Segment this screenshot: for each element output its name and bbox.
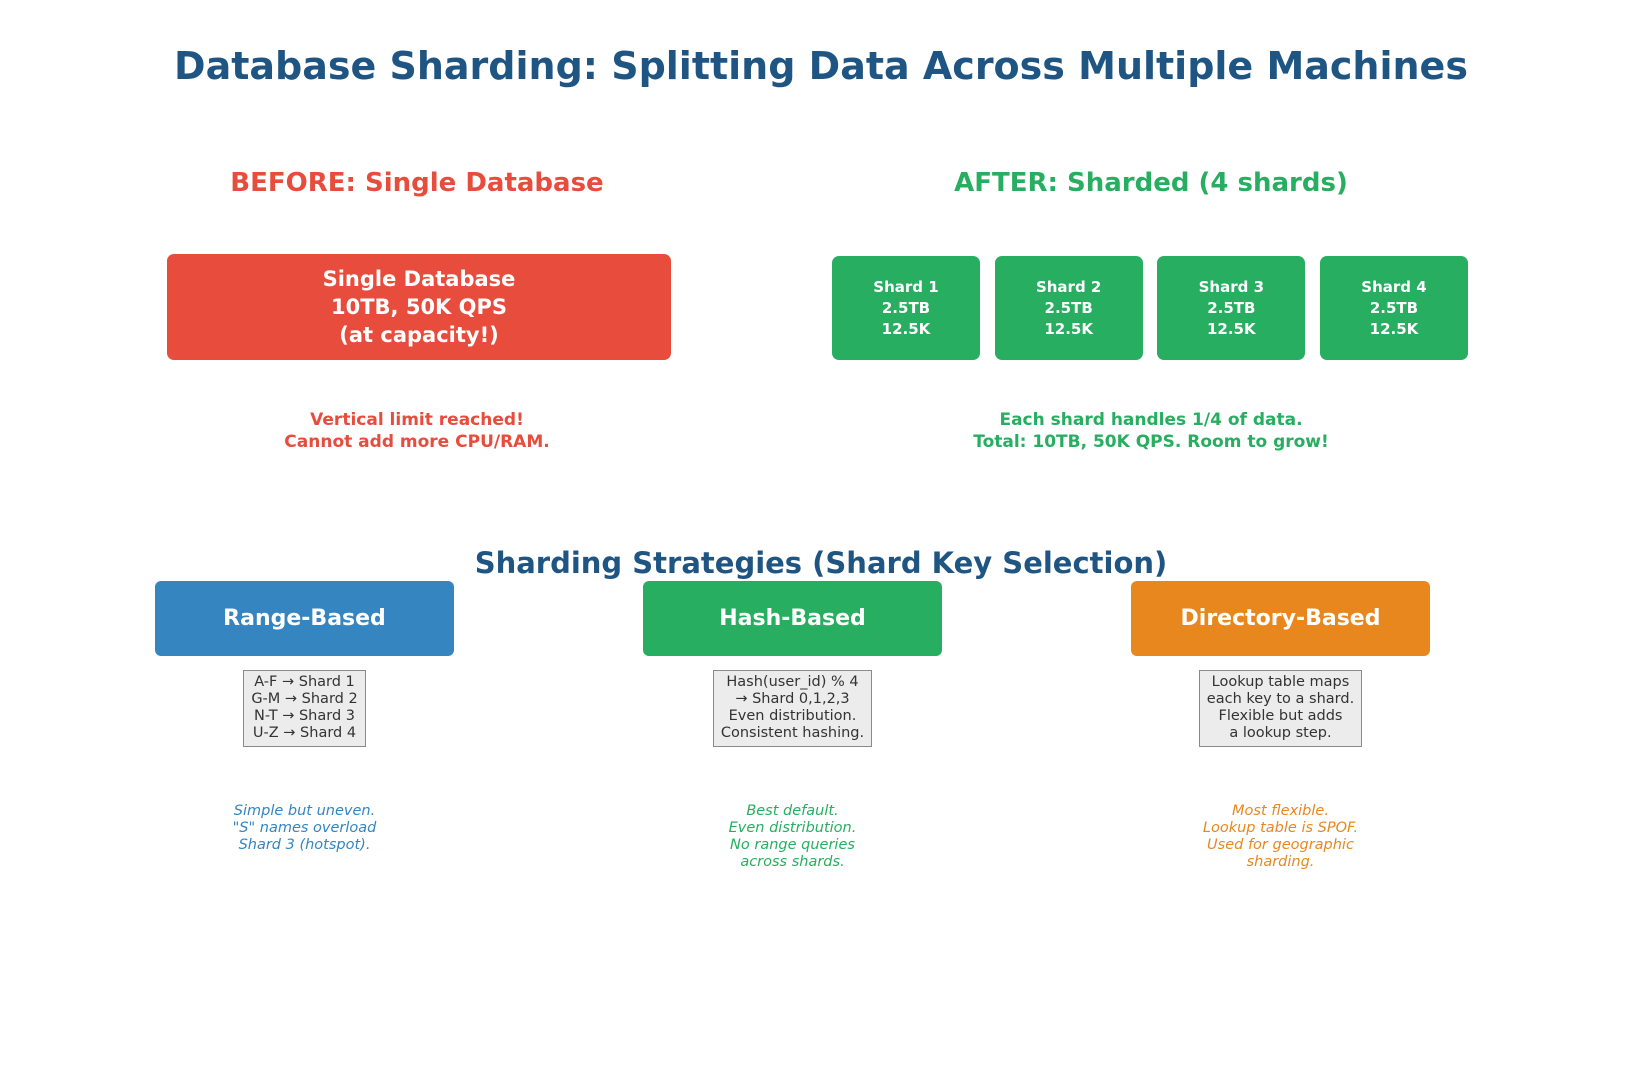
strategy-directory-based-note: Most flexible. Lookup table is SPOF. Use… [1131,803,1430,871]
note-line: Lookup table is SPOF. [1202,820,1359,836]
detail-line: N-T → Shard 3 [254,708,355,724]
before-caption-line-2: Cannot add more CPU/RAM. [284,432,550,452]
shard-3-qps: 12.5K [1206,319,1256,338]
after-caption-line-1: Each shard handles 1/4 of data. [999,410,1303,430]
shard-1-name: Shard 1 [873,277,939,296]
detail-line: Consistent hashing. [720,725,865,741]
strategy-directory-based-detail: Lookup table maps each key to a shard. F… [1198,670,1363,747]
note-line: sharding. [1246,854,1315,870]
note-line: No range queries [730,837,855,853]
shard-box-4: Shard 4 2.5TB 12.5K [1319,256,1468,360]
single-database-status: (at capacity!) [339,323,499,347]
single-database-capacity: 10TB, 50K QPS [330,295,508,319]
note-line: Best default. [746,803,839,819]
detail-line: A-F → Shard 1 [254,674,355,690]
strategy-range-based-label: Range-Based [223,606,386,631]
strategy-hash-based-label: Hash-Based [719,606,866,631]
strategy-range-based: Range-Based A-F → Shard 1 G-M → Shard 2 … [155,581,454,854]
shard-box-3: Shard 3 2.5TB 12.5K [1157,256,1306,360]
shard-1-size: 2.5TB [881,298,931,317]
shard-3-name: Shard 3 [1198,277,1265,296]
detail-line: each key to a shard. [1206,691,1355,707]
before-caption: Vertical limit reached! Cannot add more … [142,409,692,453]
note-line: "S" names overload [232,820,377,836]
detail-line: Even distribution. [728,708,857,724]
note-line: across shards. [740,854,845,870]
note-line: Even distribution. [728,820,857,836]
after-caption: Each shard handles 1/4 of data. Total: 1… [874,409,1428,453]
strategy-hash-based-header: Hash-Based [643,581,942,656]
shard-2-size: 2.5TB [1044,298,1093,317]
strategy-hash-based: Hash-Based Hash(user_id) % 4 → Shard 0,1… [643,581,942,871]
shard-2-qps: 12.5K [1044,319,1093,338]
detail-line: Flexible but adds [1218,708,1343,724]
detail-line: G-M → Shard 2 [251,691,358,707]
strategy-directory-based: Directory-Based Lookup table maps each k… [1131,581,1430,871]
strategy-range-based-header: Range-Based [155,581,454,656]
before-section-heading: BEFORE: Single Database [230,168,604,198]
detail-line: → Shard 0,1,2,3 [735,691,850,707]
after-caption-line-2: Total: 10TB, 50K QPS. Room to grow! [973,432,1329,452]
strategy-directory-based-label: Directory-Based [1180,606,1381,631]
strategies-title: Sharding Strategies (Shard Key Selection… [474,546,1168,580]
strategy-hash-based-note: Best default. Even distribution. No rang… [643,803,942,871]
shard-2-name: Shard 2 [1035,277,1102,296]
strategy-range-based-note: Simple but uneven. "S" names overload Sh… [155,803,454,854]
shard-box-1: Shard 1 2.5TB 12.5K [832,256,980,360]
strategy-range-based-detail: A-F → Shard 1 G-M → Shard 2 N-T → Shard … [243,670,366,747]
single-database-name: Single Database [322,267,516,291]
before-caption-line-1: Vertical limit reached! [310,410,524,430]
note-line: Most flexible. [1232,803,1329,819]
single-database-box: Single Database 10TB, 50K QPS (at capaci… [167,254,671,360]
detail-line: U-Z → Shard 4 [252,725,357,741]
strategy-directory-based-header: Directory-Based [1131,581,1430,656]
detail-line: Hash(user_id) % 4 [726,674,859,690]
shard-1-qps: 12.5K [881,319,931,338]
shard-4-qps: 12.5K [1369,319,1419,338]
note-line: Simple but uneven. [233,803,376,819]
detail-line: a lookup step. [1229,725,1332,741]
strategy-hash-based-detail: Hash(user_id) % 4 → Shard 0,1,2,3 Even d… [712,670,873,747]
shard-3-size: 2.5TB [1207,298,1256,317]
page-title: Database Sharding: Splitting Data Across… [174,44,1468,88]
shard-4-name: Shard 4 [1361,277,1427,296]
shard-box-2: Shard 2 2.5TB 12.5K [994,256,1143,360]
note-line: Shard 3 (hotspot). [238,837,371,853]
detail-line: Lookup table maps [1211,674,1350,690]
after-section-heading: AFTER: Sharded (4 shards) [954,168,1348,198]
shard-row: Shard 1 2.5TB 12.5K Shard 2 2.5TB 12.5K … [832,256,1468,360]
shard-4-size: 2.5TB [1369,298,1419,317]
note-line: Used for geographic [1207,837,1354,853]
